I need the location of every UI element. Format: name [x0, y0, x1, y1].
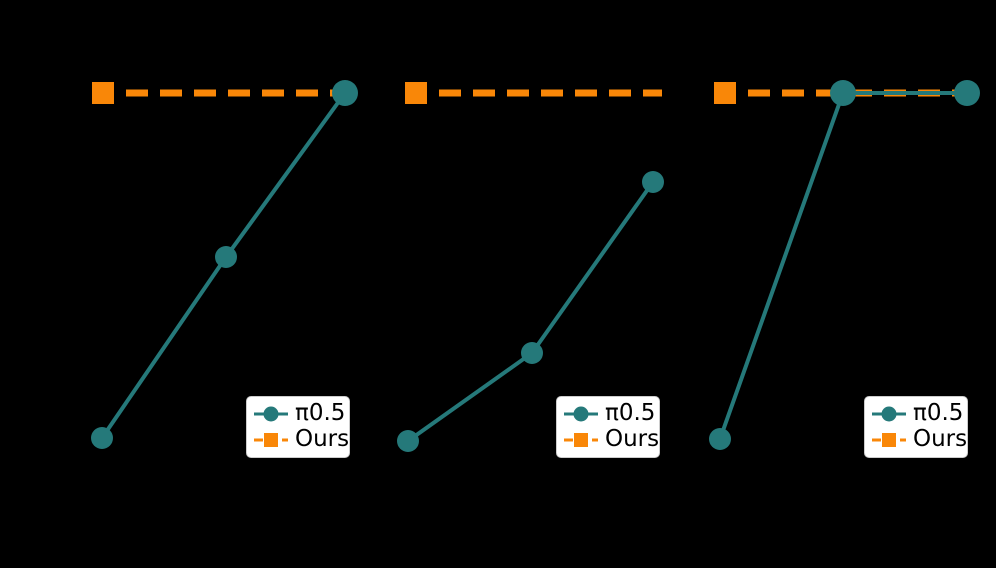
legend-entry-ours: Ours: [253, 427, 349, 452]
panel-1-pi05-marker: [215, 246, 237, 268]
panel-3-pi05-marker: [954, 80, 980, 106]
legend-marker-ours-icon: [872, 432, 906, 447]
legend-marker-ours-icon: [564, 432, 598, 447]
panel-1-plot: [91, 80, 358, 449]
chart-panel-2: π0.5 Ours: [390, 0, 700, 568]
chart-panel-3: π0.5 Ours: [700, 0, 996, 568]
panel-1-pi05-marker: [91, 427, 113, 449]
panel-2-ours-marker: [405, 82, 427, 104]
legend-entry-pi05: π0.5: [563, 400, 656, 426]
legend-marker-ours-icon: [254, 432, 288, 447]
legend-label-pi05: π0.5: [605, 400, 656, 426]
legend-marker-pi05-icon: [564, 406, 598, 421]
legend-label-ours: Ours: [913, 426, 968, 452]
legend-marker-pi05-icon: [872, 406, 906, 421]
panel-2-pi05-marker: [397, 430, 419, 452]
chart-panel-1: π0.5 Ours: [0, 0, 390, 568]
panel-1-pi05-marker: [332, 80, 358, 106]
legend-entry-ours: Ours: [871, 427, 967, 452]
legend-label-ours: Ours: [295, 426, 350, 452]
legend-label-ours: Ours: [605, 426, 660, 452]
panel-3-plot: [709, 80, 980, 450]
panel-2-pi05-marker: [642, 171, 664, 193]
panel-2-pi05-marker: [521, 342, 543, 364]
legend-entry-ours: Ours: [563, 427, 659, 452]
panel-1-legend: π0.5 Ours: [246, 396, 350, 458]
legend-marker-pi05-icon: [254, 406, 288, 421]
panel-1-ours-marker: [92, 82, 114, 104]
panel-2-plot: [397, 82, 664, 452]
panel-3-legend: π0.5 Ours: [864, 396, 968, 458]
panel-3-pi05-line: [718, 91, 967, 440]
legend-entry-pi05: π0.5: [871, 400, 964, 426]
legend-label-pi05: π0.5: [295, 400, 346, 426]
legend-label-pi05: π0.5: [913, 400, 964, 426]
panel-3-pi05-marker: [830, 80, 856, 106]
panel-2-legend: π0.5 Ours: [556, 396, 660, 458]
legend-entry-pi05: π0.5: [253, 400, 346, 426]
panel-3-pi05-marker: [709, 428, 731, 450]
panel-3-ours-marker: [714, 82, 736, 104]
